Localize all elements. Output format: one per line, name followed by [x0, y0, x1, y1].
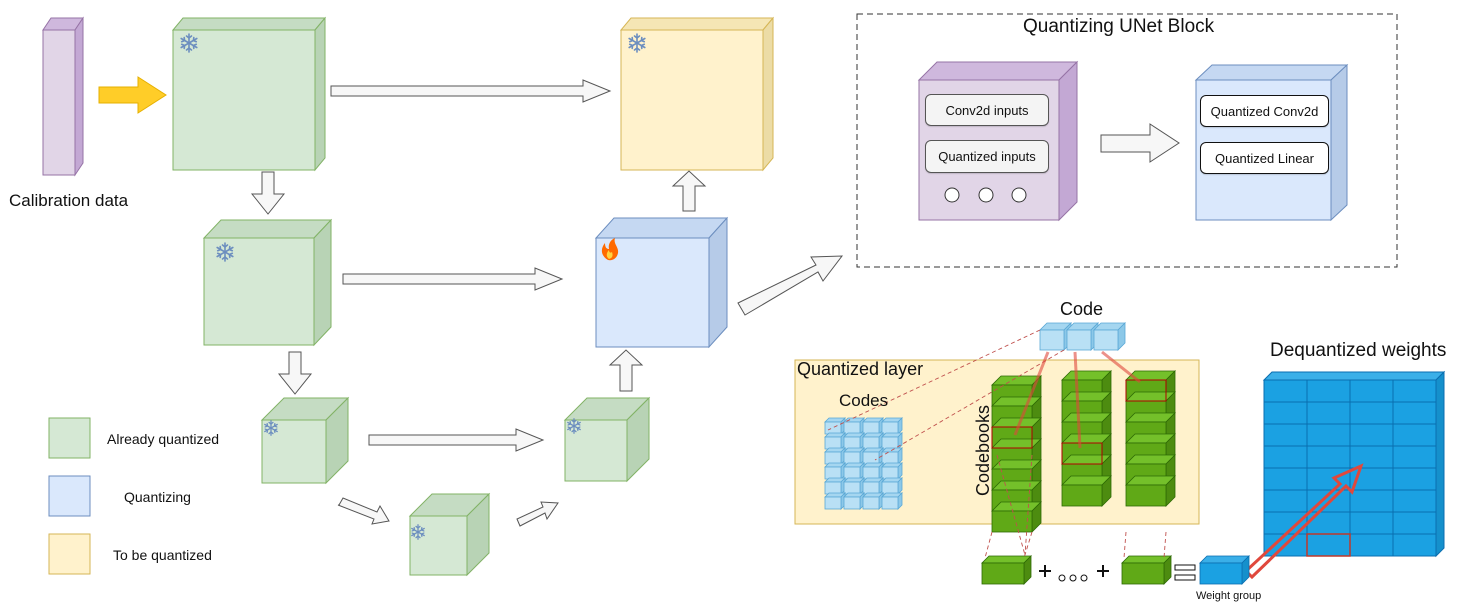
weight-group-label: Weight group — [1196, 590, 1262, 602]
green-block-2 — [202, 218, 333, 347]
legend-swatch-yellow — [48, 533, 91, 575]
dequantized-grid — [1243, 370, 1446, 580]
quantized-layer-title: Quantized layer — [797, 359, 924, 379]
quantized-linear-pill: Quantized Linear — [1200, 142, 1329, 174]
quantized-conv2d-pill: Quantized Conv2d — [1200, 95, 1329, 127]
flow-arrows — [250, 79, 1180, 527]
legend-swatch-blue — [48, 475, 91, 517]
code-cubes — [827, 322, 1141, 556]
codebooks-label: Codebooks — [973, 404, 994, 497]
unet-block-title: Quantizing UNet Block — [1023, 16, 1215, 37]
blue-block-quantizing — [594, 216, 729, 349]
green-block-4 — [563, 396, 651, 483]
unet-block-frame — [856, 13, 1398, 268]
green-block-5 — [408, 492, 491, 577]
codes-grid — [824, 417, 903, 510]
fire-icon — [601, 238, 619, 261]
yellow-input-arrow — [98, 76, 167, 114]
legend-label-tobe: To be quantized — [113, 547, 212, 563]
legend-swatch-green — [48, 417, 91, 459]
green-block-3 — [260, 396, 350, 485]
calibration-label: Calibration data — [9, 191, 129, 210]
quantized-inputs-pill: Quantized inputs — [925, 140, 1049, 173]
green-block-1 — [171, 16, 327, 172]
dequantized-label: Dequantized weights — [1270, 340, 1447, 361]
code-label: Code — [1060, 299, 1104, 319]
conv2d-inputs-pill: Conv2d inputs — [925, 94, 1049, 126]
codebooks — [991, 370, 1176, 533]
codes-label: Codes — [839, 391, 889, 410]
legend-label-already: Already quantized — [107, 431, 220, 447]
legend-label-quantizing: Quantizing — [124, 489, 191, 505]
calibration-data-block — [42, 16, 84, 177]
sum-equation — [981, 531, 1250, 585]
yellow-block — [619, 16, 775, 172]
